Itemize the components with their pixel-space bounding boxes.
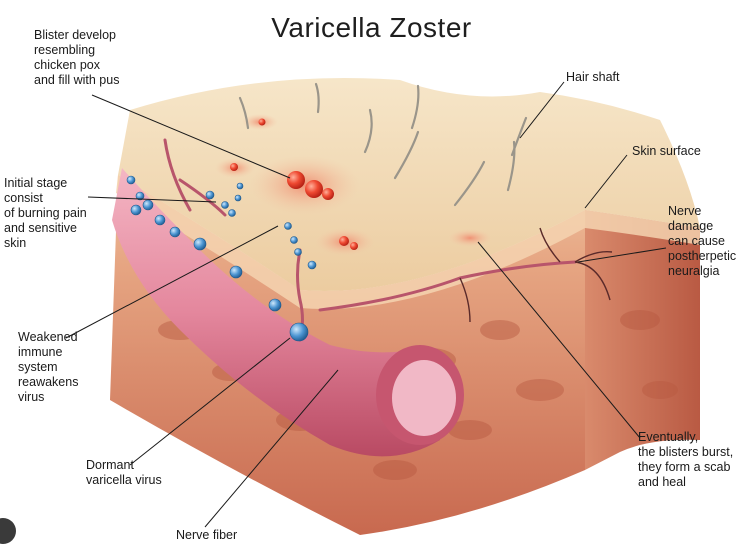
hair-shafts <box>238 82 528 207</box>
rash-areas <box>215 114 492 256</box>
label-hair-shaft: Hair shaft <box>566 70 620 84</box>
label-weakened-immune: Weakened immune system reawakens virus <box>18 330 79 404</box>
blisters <box>230 118 358 250</box>
virus-particles <box>126 175 317 342</box>
label-nerve-fiber: Nerve fiber <box>176 528 238 542</box>
label-initial-stage: Initial stage consist of burning pain an… <box>4 176 87 250</box>
corner-badge-icon <box>0 518 16 544</box>
label-dormant-virus: Dormant varicella virus <box>86 458 162 487</box>
nerve-endings <box>459 227 613 323</box>
epidermis-edge <box>116 175 700 309</box>
skin-top-surface <box>118 78 700 291</box>
page-title: Varicella Zoster <box>271 12 472 43</box>
leader-lines <box>65 81 667 528</box>
label-skin-surface: Skin surface <box>632 144 701 158</box>
label-nerve-damage: Nerve damage can cause postherpetic neur… <box>668 204 737 278</box>
nerve-fiber <box>112 168 464 457</box>
label-eventually: Eventually, the blisters burst, they for… <box>638 430 734 489</box>
skin-side-face <box>585 210 700 470</box>
label-blister: Blister develop resembling chicken pox a… <box>34 28 120 87</box>
